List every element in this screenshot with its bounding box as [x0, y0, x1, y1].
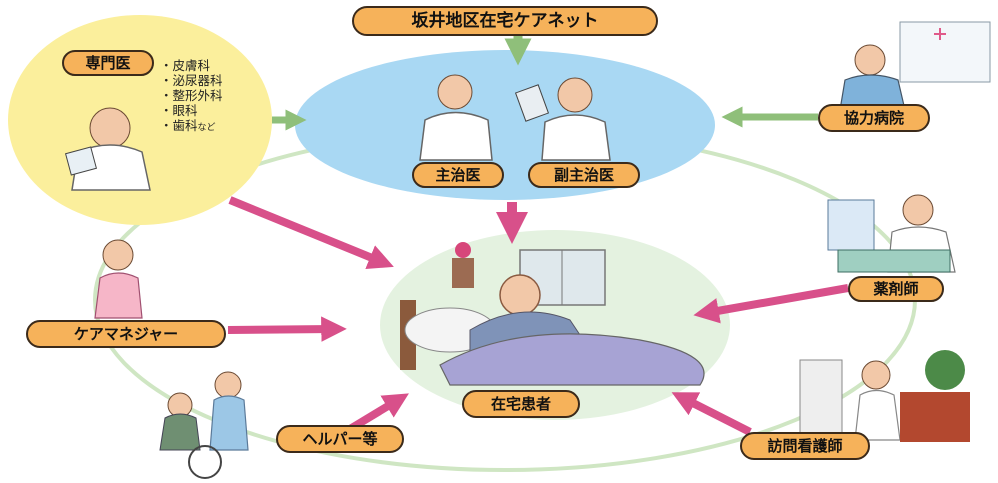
pharmacist-label: 薬剤師 [848, 276, 944, 302]
sub-primary-doctor-label: 副主治医 [528, 162, 640, 188]
arrow-specialist-to-patient [228, 196, 394, 270]
specialty-item: 歯科など [160, 118, 223, 136]
specialty-list: 皮膚科 泌尿器科 整形外科 眼科 歯科など [160, 58, 223, 136]
helper-illustration [159, 371, 249, 479]
specialist-area [8, 15, 272, 225]
patient-illustration [400, 242, 705, 386]
specialty-item: 皮膚科 [160, 58, 223, 73]
pharmacist-illustration [827, 194, 956, 273]
care-manager-label: ケアマネジャー [26, 320, 226, 348]
network-title-label: 坂井地区在宅ケアネット [352, 6, 658, 36]
helper-label: ヘルパー等 [276, 425, 404, 453]
visiting-nurse-label: 訪問看護師 [740, 432, 870, 460]
specialty-dental: 歯科 [172, 118, 198, 133]
doctors-illustration [419, 74, 611, 161]
cooperating-hospital-label: 協力病院 [818, 104, 930, 132]
primary-doctor-label: 主治医 [412, 162, 504, 188]
nurse-illustration [799, 350, 970, 442]
specialty-item: 眼科 [160, 103, 223, 118]
specialist-label: 専門医 [62, 50, 154, 76]
patient-label: 在宅患者 [462, 390, 580, 418]
specialty-item: 泌尿器科 [160, 73, 223, 88]
care-manager-illustration [94, 239, 143, 319]
specialty-suffix: など [197, 123, 216, 133]
specialist-illustration [64, 107, 151, 191]
arrow-caremanager-to-patient [227, 316, 347, 342]
specialty-item: 整形外科 [160, 88, 223, 103]
hospital-illustration [839, 21, 991, 111]
arrow-nurse-to-patient [671, 392, 752, 436]
arrow-pharmacist-to-patient [693, 284, 849, 324]
doctors-area [295, 50, 715, 200]
